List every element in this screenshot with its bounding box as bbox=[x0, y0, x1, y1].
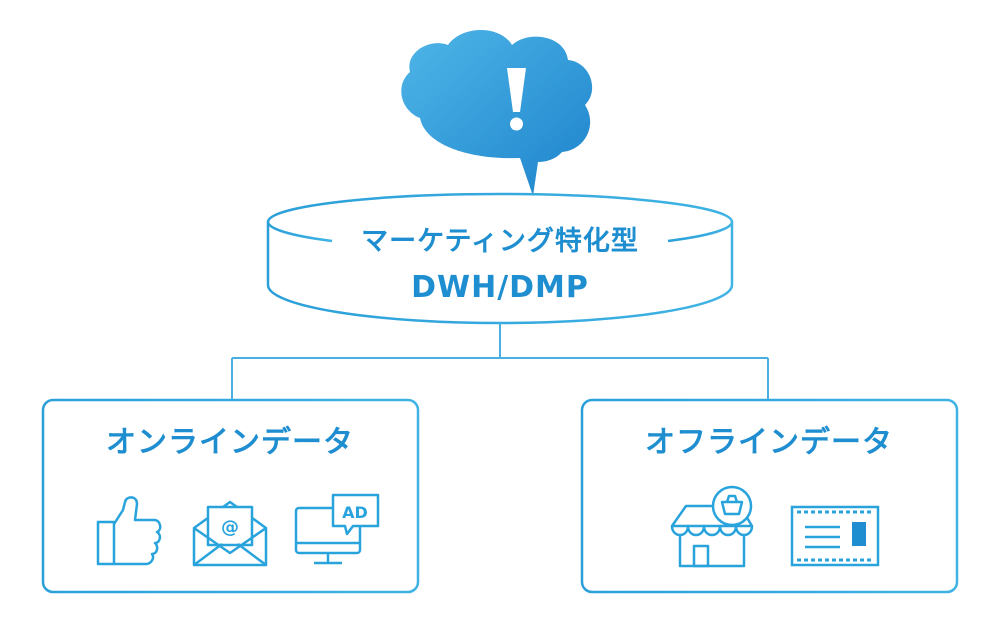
shop-basket-icon bbox=[670, 485, 754, 568]
ad-label: AD bbox=[342, 503, 368, 522]
db-title-line1: マーケティング特化型 bbox=[361, 225, 639, 257]
email-at-sign: @ bbox=[221, 517, 239, 538]
exclamation-icon bbox=[507, 68, 526, 112]
email-icon bbox=[192, 500, 268, 567]
alert-bubble-icon bbox=[401, 30, 593, 196]
online-data-title: オンラインデータ bbox=[106, 425, 354, 460]
ad-monitor-icon bbox=[294, 493, 380, 565]
db-title-line2: DWH/DMP bbox=[411, 270, 589, 305]
thumbs-up-icon bbox=[96, 496, 162, 566]
postcard-icon bbox=[790, 505, 880, 567]
connector-lines bbox=[231, 323, 769, 400]
offline-data-title: オフラインデータ bbox=[645, 425, 893, 460]
